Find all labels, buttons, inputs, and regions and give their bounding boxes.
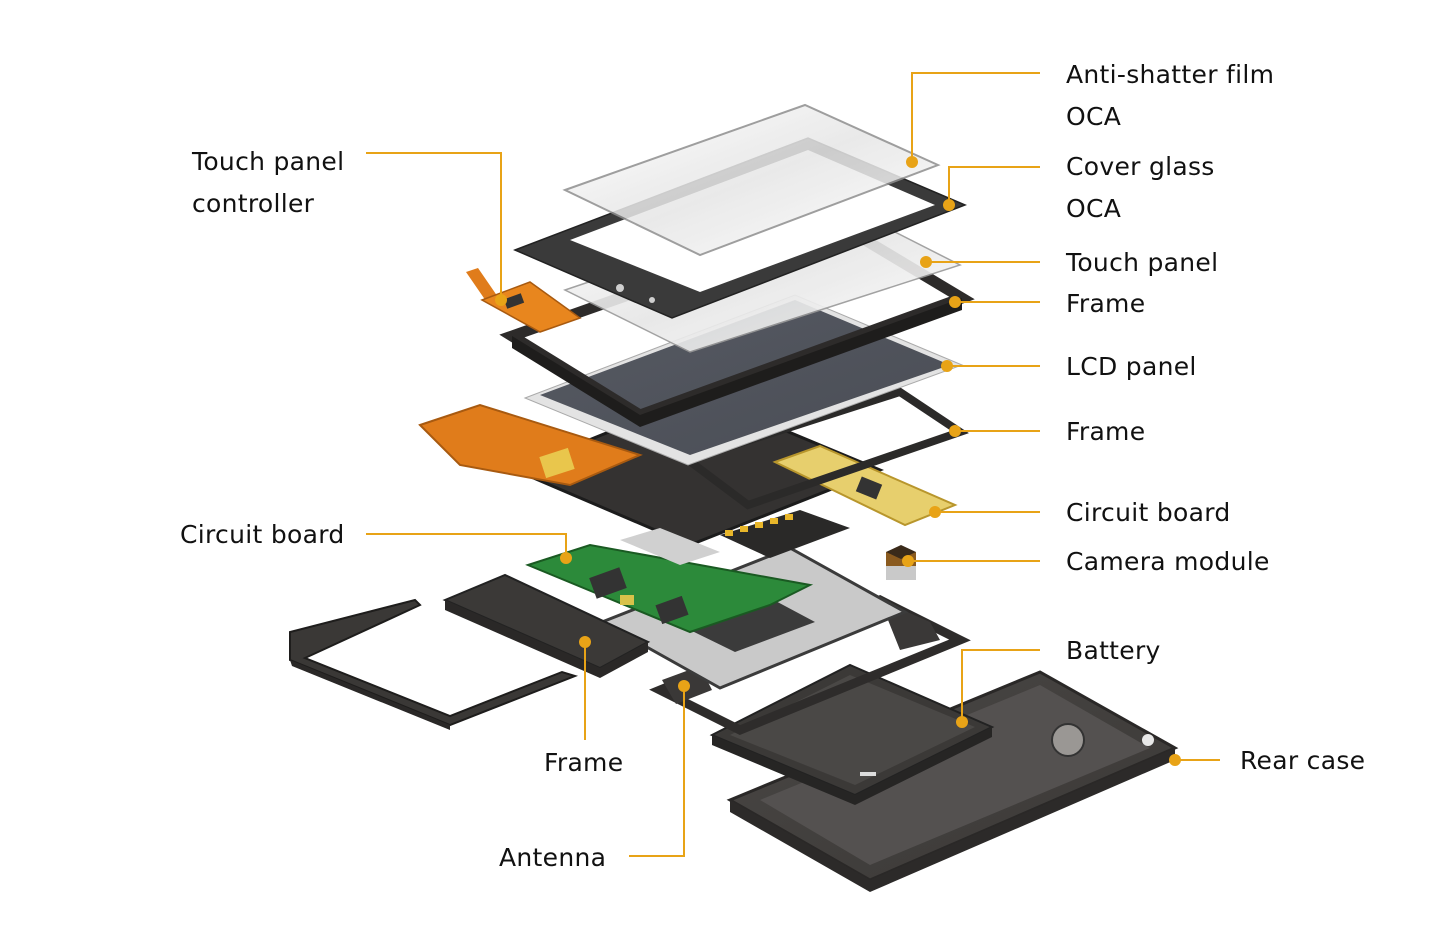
lcd-flex-part [418, 403, 643, 487]
touch-controller-flex-part [466, 268, 582, 333]
label-anti-shatter-film: Anti-shatter film [1066, 60, 1275, 89]
bottom-frame-part [442, 573, 651, 678]
dot-lcd-panel [941, 360, 953, 372]
label-oca-1: OCA [1066, 102, 1122, 131]
label-antenna: Antenna [499, 843, 607, 872]
right-circuit-board-part [772, 444, 958, 527]
label-battery: Battery [1066, 636, 1161, 665]
battery-part [709, 663, 995, 805]
label-camera-module: Camera module [1066, 547, 1270, 576]
dot-frame-1 [949, 296, 961, 308]
label-circuit-board-left: Circuit board [180, 520, 345, 549]
dot-circuit-board-left [560, 552, 572, 564]
label-circuit-board-right: Circuit board [1066, 498, 1231, 527]
label-frame-bottom: Frame [544, 748, 624, 777]
leader-cover-glass [948, 166, 1040, 205]
dot-touch-panel [920, 256, 932, 268]
leader-battery [961, 649, 1040, 722]
anti-shatter-film-part [562, 103, 941, 257]
dot-touch-panel-controller [495, 294, 507, 306]
label-cover-glass: Cover glass [1066, 152, 1215, 181]
dot-frame-bottom [579, 636, 591, 648]
leader-lines [366, 72, 1220, 857]
label-lcd-panel: LCD panel [1066, 352, 1197, 381]
dot-rear-case [1169, 754, 1181, 766]
label-touch-panel: Touch panel [1066, 248, 1219, 277]
leader-circuit-board-left [366, 533, 567, 558]
leader-anti-shatter-film [911, 72, 1040, 162]
dot-battery [956, 716, 968, 728]
label-touch-panel-controller: Touch panel controller [192, 147, 345, 218]
leader-touch-panel-controller [366, 152, 502, 300]
callout-dots [495, 156, 1181, 766]
label-rear-case: Rear case [1240, 746, 1366, 775]
dot-circuit-board-right [929, 506, 941, 518]
dot-camera-module [902, 555, 914, 567]
label-frame-2: Frame [1066, 417, 1146, 446]
leader-antenna [629, 686, 685, 857]
dot-antenna [678, 680, 690, 692]
label-frame-1: Frame [1066, 289, 1146, 318]
bottom-cover-part [289, 598, 579, 730]
dot-frame-2 [949, 425, 961, 437]
dot-cover-glass [943, 199, 955, 211]
dot-anti-shatter-film [906, 156, 918, 168]
label-oca-2: OCA [1066, 194, 1122, 223]
main-circuit-board-part [525, 543, 814, 634]
